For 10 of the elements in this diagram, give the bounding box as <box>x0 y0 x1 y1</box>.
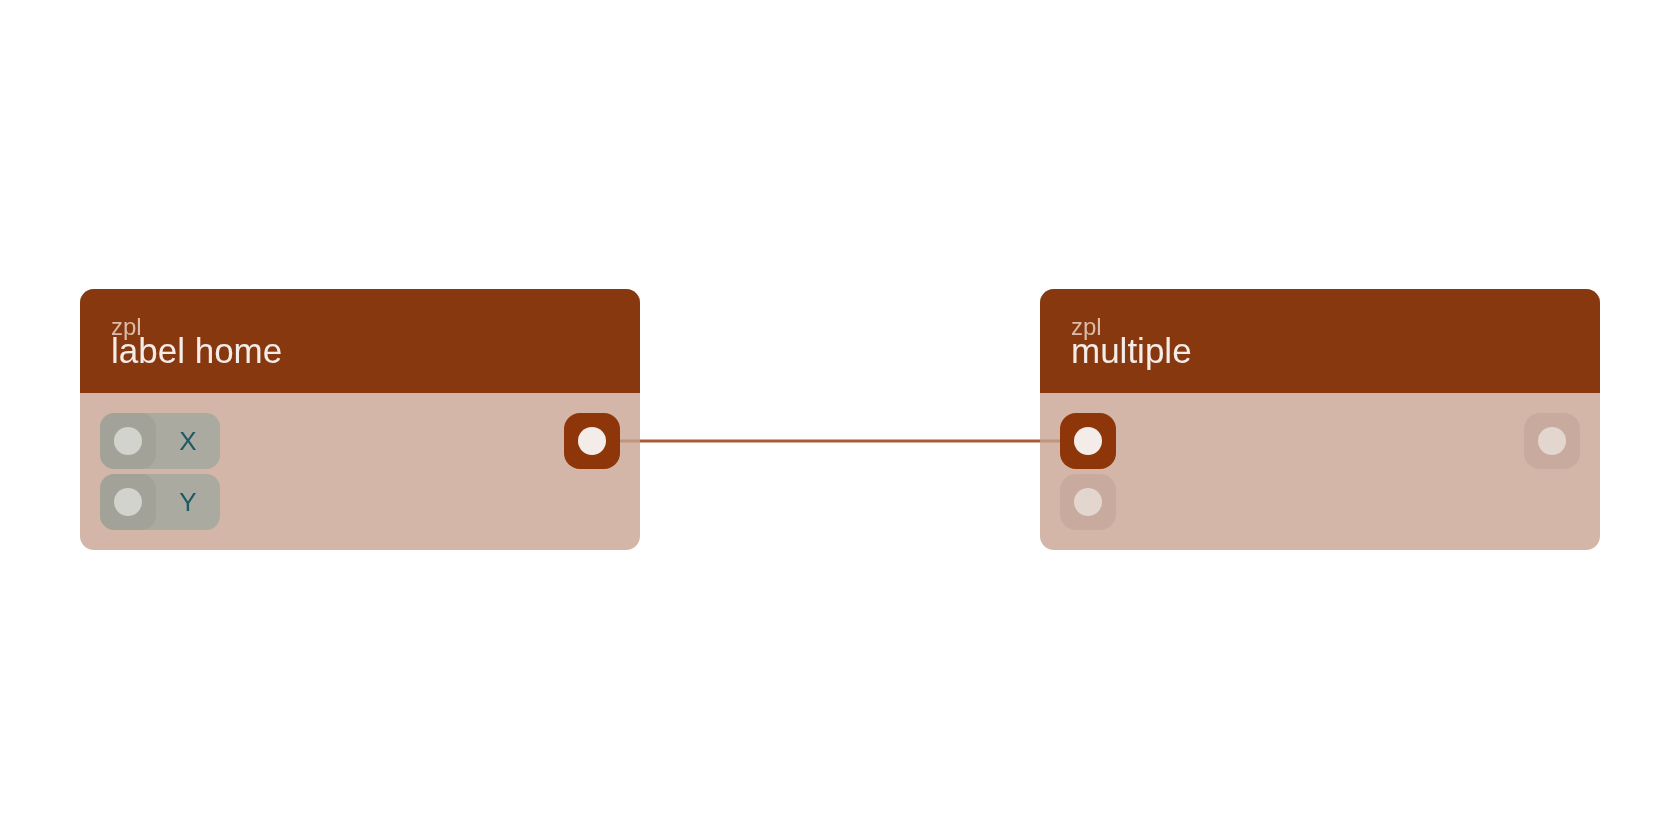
port-label: Y <box>178 487 198 517</box>
input-port <box>1060 413 1116 469</box>
port-label: X <box>178 426 198 456</box>
node-card <box>1040 289 1600 550</box>
output-port <box>1524 413 1580 469</box>
node-card <box>80 289 640 550</box>
input-port <box>1060 474 1116 530</box>
input-port <box>100 413 220 469</box>
output-port <box>564 413 620 469</box>
input-port <box>100 474 220 530</box>
